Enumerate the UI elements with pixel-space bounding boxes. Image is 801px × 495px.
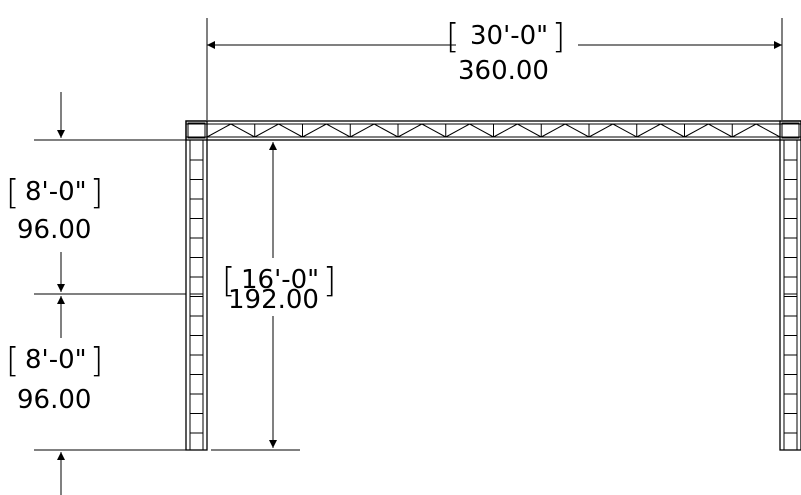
svg-text:[: [ (6, 341, 19, 381)
top-beam (185, 120, 801, 141)
beam-web (541, 123, 566, 138)
svg-text:]: ] (323, 261, 336, 301)
beam-web (254, 123, 279, 138)
beam-web (469, 123, 494, 138)
beam-web (612, 123, 637, 138)
span-inches-label: 360.00 (458, 56, 549, 86)
beam-web (397, 123, 423, 138)
beam-web (588, 123, 614, 138)
svg-text:]: ] (90, 341, 103, 381)
beam-web (230, 123, 255, 138)
svg-text:[: [ (6, 173, 19, 213)
beam-web (421, 123, 446, 138)
lower-segment-dimension: [ 8'-0" ] 96.00 (6, 341, 103, 415)
svg-text:]: ] (552, 17, 565, 57)
span-feet-label: 30'-0" (470, 21, 548, 51)
beam-web (278, 123, 303, 138)
beam-web (732, 123, 757, 138)
beam-web (755, 123, 781, 138)
right-leg (779, 120, 801, 451)
beam-web (636, 123, 661, 138)
upper-feet-label: 8'-0" (25, 177, 87, 207)
height-inches-label: 192.00 (228, 285, 319, 315)
beam-web (350, 123, 375, 138)
beam-web (206, 123, 232, 138)
beam-web (373, 123, 399, 138)
height-feet-label: 16'-0" (241, 265, 319, 295)
svg-text:]: ] (90, 173, 103, 213)
svg-text:[: [ (222, 261, 235, 301)
beam-web (708, 123, 733, 138)
beam-web (517, 123, 542, 138)
beam-web (445, 123, 470, 138)
beam-web (326, 123, 351, 138)
beam-web (684, 123, 709, 138)
span-dimension: [ 30'-0" ] 360.00 (206, 17, 783, 120)
upper-segment-dimension: [ 8'-0" ] 96.00 (6, 173, 103, 245)
beam-web (302, 123, 327, 138)
lower-feet-label: 8'-0" (25, 345, 87, 375)
lower-inches-label: 96.00 (17, 385, 91, 415)
left-leg (185, 120, 208, 451)
beam-web (564, 123, 590, 138)
svg-text:[: [ (446, 17, 459, 57)
upper-inches-label: 96.00 (17, 215, 91, 245)
total-height-dimension: [ 16'-0" ] 192.00 (211, 142, 336, 451)
segment-dimensions: [ 8'-0" ] 96.00 [ 8'-0" ] 96.00 (6, 92, 186, 495)
truss-structure (185, 120, 801, 451)
beam-web (493, 123, 518, 138)
beam-web (660, 123, 685, 138)
